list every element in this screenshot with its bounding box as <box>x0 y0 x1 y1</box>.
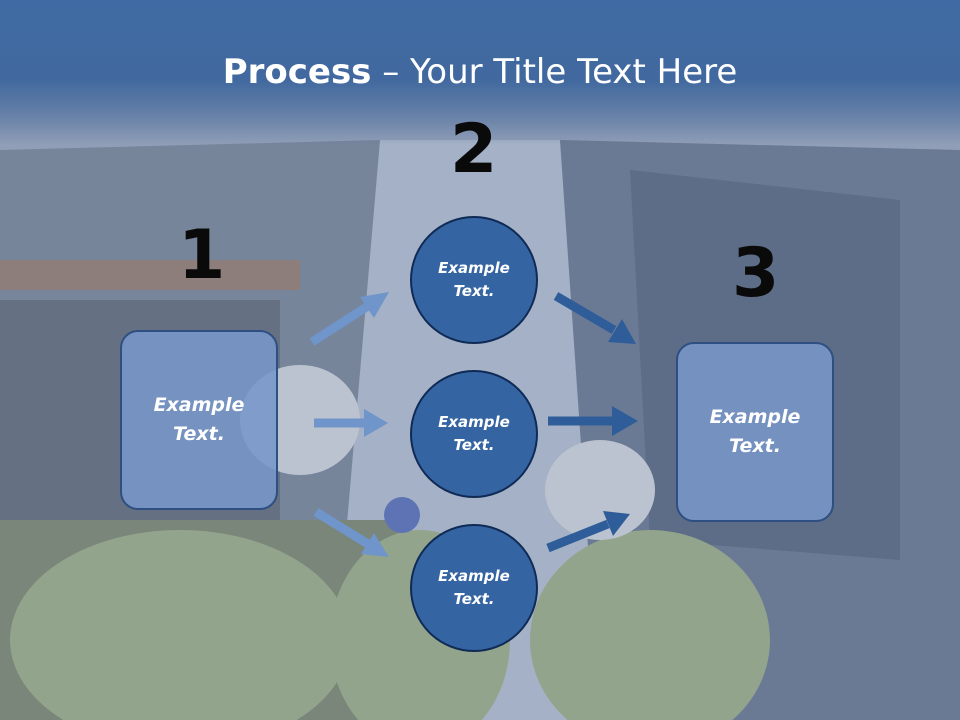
title-bold-part: Process <box>222 52 372 92</box>
header-band <box>0 0 960 145</box>
circle-bottom-text: Example Text. <box>438 567 510 608</box>
circle-middle-text: Example Text. <box>438 413 510 454</box>
left-box-text: Example Text. <box>153 394 245 445</box>
step-number-2: 2 <box>450 110 498 189</box>
circle-top-text: Example Text. <box>438 259 510 300</box>
arrow-left-to-middle <box>314 409 388 437</box>
arrow-top-to-right <box>553 292 636 344</box>
title-rest-part: – Your Title Text Here <box>371 52 738 92</box>
arrow-middle-to-right <box>548 406 638 436</box>
circle-top: Example Text. <box>410 216 538 344</box>
slide-title: Process – Your Title Text Here <box>0 52 960 92</box>
arrow-bottom-to-right <box>546 511 630 553</box>
circle-middle: Example Text. <box>410 370 538 498</box>
step-number-1: 1 <box>178 216 226 295</box>
right-box-text: Example Text. <box>709 406 801 457</box>
right-text-box: Example Text. <box>676 342 834 522</box>
left-text-box: Example Text. <box>120 330 278 510</box>
circle-bottom: Example Text. <box>410 524 538 652</box>
arrow-left-to-bottom <box>313 508 389 557</box>
step-number-3: 3 <box>732 234 780 313</box>
arrow-left-to-top <box>309 292 389 346</box>
